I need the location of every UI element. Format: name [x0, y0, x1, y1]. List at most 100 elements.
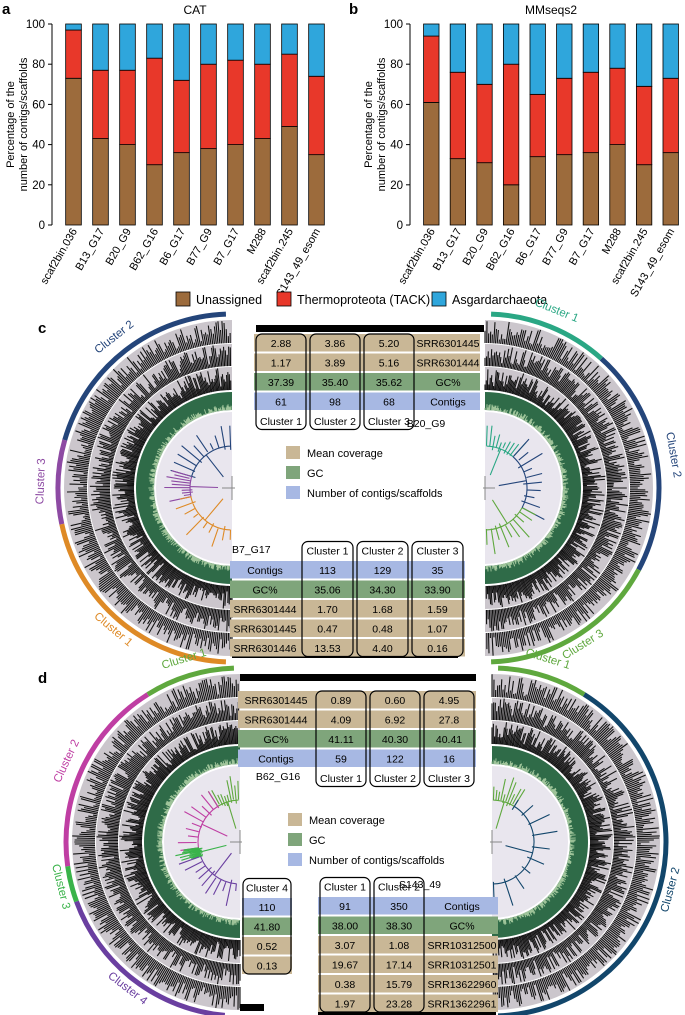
dendrogram [490, 777, 558, 908]
bar-segment [227, 59, 244, 145]
bar-segment [227, 23, 244, 61]
coverage-ring-bg [485, 320, 653, 656]
table-row [242, 917, 292, 935]
table-cell: 59 [335, 753, 347, 765]
table-cell: 38.30 [386, 920, 412, 932]
x-tick-label: scaf2bin.036 [396, 227, 438, 287]
x-tick-label: M288 [245, 227, 269, 257]
y-tick-label: 0 [39, 220, 45, 232]
cluster-column-frame [242, 877, 292, 975]
y-tick-label: 40 [390, 140, 403, 152]
chart-title: MMseqs2 [525, 3, 577, 17]
table-row-label: SRR6301445 [233, 623, 296, 635]
table-row [318, 975, 498, 993]
table-row [238, 730, 476, 748]
table-cell: 16 [443, 753, 455, 765]
circular-plot-rings [55, 311, 235, 665]
table-cell: 1.59 [427, 604, 448, 616]
bar-segment [65, 77, 82, 226]
table-cell: 113 [319, 565, 336, 577]
dendrogram [175, 776, 242, 907]
table-cell: 0.47 [317, 623, 338, 635]
cluster-column-frame [373, 876, 425, 1013]
cluster-column-header: Cluster 1 [324, 881, 366, 893]
table-cell: 1.17 [271, 357, 292, 369]
table-cell: 38.00 [332, 920, 358, 932]
gc-spikes [156, 758, 241, 926]
coverage-spikes [119, 722, 241, 961]
panel-letter-d: d [38, 670, 47, 687]
genome-label-b20-g9: B20_G9 [407, 418, 446, 430]
cluster-arc [59, 523, 227, 665]
tree-branch [178, 852, 237, 907]
table-row-label: Contigs [247, 565, 283, 577]
bar-segment [556, 77, 573, 156]
cluster-column-frame [309, 333, 361, 431]
coverage-ring-bg [485, 344, 629, 632]
cluster-column-frame [423, 690, 475, 788]
cluster-column-frame [301, 540, 354, 658]
cluster-arc [490, 568, 641, 665]
panel-c-legend: Mean coverage GC Number of contigs/scaff… [286, 446, 443, 500]
cluster-arc [55, 439, 68, 525]
cluster-column-header: Cluster 1 [320, 773, 362, 785]
bar-segment [200, 23, 217, 65]
table-row-label: SRR13622961 [428, 998, 497, 1010]
table-row-label: SRR6301445 [244, 695, 307, 707]
tree-root [490, 830, 502, 854]
y-tick-label: 100 [384, 19, 403, 31]
gc-spikes [484, 404, 570, 572]
bar-segment [200, 63, 217, 150]
table-row-label: Contigs [258, 753, 294, 765]
cluster-arc [63, 692, 150, 867]
cluster-column-header: Cluster 2 [314, 416, 356, 428]
bar-segment [254, 138, 271, 226]
table-row-label: GC% [252, 584, 277, 596]
table-cell: 6.92 [385, 714, 406, 726]
table-cell: 17.14 [386, 959, 412, 971]
table-cell: 15.79 [386, 979, 412, 991]
bar-segment [308, 23, 325, 77]
panel-letter-a: a [2, 1, 11, 18]
y-tick-label: 20 [390, 180, 403, 192]
table-cell: 4.09 [331, 714, 352, 726]
bar-segment [92, 69, 109, 139]
cluster-label: Cluster 2 [93, 319, 137, 357]
gc-ring [492, 746, 588, 938]
table-row-label: SRR6301444 [233, 604, 296, 616]
table-cell: 68 [383, 396, 395, 408]
table-cell: 1.08 [389, 940, 410, 952]
y-tick-label: 80 [32, 59, 45, 71]
cluster-column-header: Cluster 3 [416, 545, 458, 557]
gc-ring [485, 392, 581, 584]
bar-segment [662, 23, 679, 79]
y-tick-label: 0 [397, 220, 403, 232]
table-row [242, 956, 292, 974]
table-cell: 350 [390, 901, 408, 913]
bar-segment [227, 144, 244, 226]
table-row-label: SRR13622960 [428, 979, 497, 991]
table-cell: 23.28 [386, 998, 412, 1010]
y-axis-label: Percentage of thenumber of contigs/scaff… [363, 57, 388, 191]
bar-segment [146, 57, 163, 166]
legend-swatch-gc-d [288, 833, 302, 846]
bar-segment [65, 23, 82, 31]
table-cell: 40.30 [382, 734, 408, 746]
coverage-ring-bg [492, 674, 660, 1010]
table-cell: 1.70 [317, 604, 338, 616]
bar-segment [308, 75, 325, 156]
bar-segment [609, 67, 626, 145]
panel-letter-c: c [38, 320, 46, 337]
tree-root [222, 476, 235, 500]
gc-ring [136, 392, 232, 584]
dendrogram [483, 425, 545, 555]
coverage-ring-bg [88, 344, 232, 632]
legend-label-contigs-d: Number of contigs/scaffolds [309, 855, 445, 867]
table-row-label: SRR6301444 [244, 714, 307, 726]
y-tick-label: 100 [26, 19, 45, 31]
chart-title: CAT [183, 3, 207, 17]
